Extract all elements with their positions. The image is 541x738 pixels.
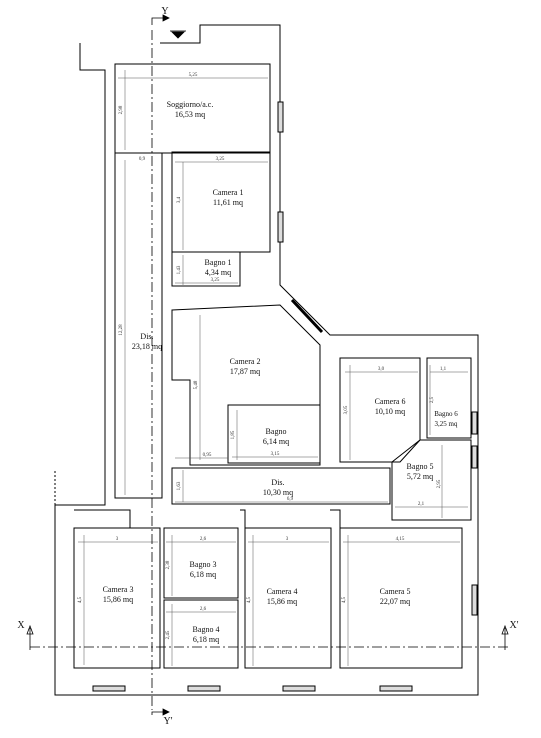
axis-y-bottom-label: Y' xyxy=(163,716,173,727)
room-camera-2 xyxy=(171,304,321,466)
dim-dis2-h: 1,63 xyxy=(177,481,182,491)
room-soggiorno xyxy=(114,63,271,154)
outer-wall xyxy=(54,24,479,696)
dim-dis-h: 12,28 xyxy=(119,324,124,336)
room-label-soggiorno: Soggiorno/a.c.16,53 mq xyxy=(166,100,214,119)
dim-bagno6-h: 2,5 xyxy=(430,396,435,404)
dim-bagno1-h: 1,43 xyxy=(177,265,182,275)
room-bagno xyxy=(227,404,321,464)
room-dis xyxy=(114,152,163,499)
dim-camera1-w: 3,25 xyxy=(215,157,225,162)
dim-camera5-h: 4,5 xyxy=(342,596,347,604)
room-bagno-3 xyxy=(163,527,239,599)
axis-y-top-label: Y xyxy=(161,6,169,17)
dim-bagno3-h: 2,38 xyxy=(166,560,171,570)
room-bagno-5 xyxy=(391,439,472,521)
dim-bagno5-w: 2,1 xyxy=(417,502,425,507)
dim-camera6-w: 3,0 xyxy=(377,367,385,372)
dim-bagno-w: 3,15 xyxy=(270,452,280,457)
room-label-dis-2: Dis.10,30 mq xyxy=(262,478,294,497)
dim-bagno1-w: 3,25 xyxy=(210,278,220,283)
room-dis-2 xyxy=(171,467,391,505)
dim-bagno3-w: 2,6 xyxy=(199,537,207,542)
room-bagno-1 xyxy=(171,251,241,287)
axis-x-right-label: X' xyxy=(509,620,519,631)
dim-bagno5-h: 2,95 xyxy=(437,479,442,489)
room-bagno-4 xyxy=(163,599,239,669)
room-camera-6 xyxy=(339,357,421,463)
dim-dis2-a: 0,95 xyxy=(202,453,212,458)
dim-camera3-h: 4,5 xyxy=(78,596,83,604)
dim-corridor-w: 0,9 xyxy=(138,157,146,162)
dim-camera2-h: 5,48 xyxy=(194,380,199,390)
axis-x-left-label: X xyxy=(17,620,25,631)
windows xyxy=(92,101,478,692)
dim-camera1-h: 3,4 xyxy=(177,196,182,204)
section-axes xyxy=(30,30,510,710)
room-camera-4 xyxy=(244,527,332,669)
dim-soggiorno-h: 2,98 xyxy=(119,105,124,115)
room-bagno-6 xyxy=(426,357,472,439)
dim-dis2-w: 6,9 xyxy=(286,497,294,502)
dim-camera4-w: 3 xyxy=(285,537,289,542)
dim-soggiorno-w: 5,25 xyxy=(188,73,198,78)
dim-camera3-w: 3 xyxy=(115,537,119,542)
dimension-lines xyxy=(78,70,468,666)
room-camera-3 xyxy=(73,527,161,669)
dim-camera4-h: 4,5 xyxy=(247,596,252,604)
dim-bagno4-w: 2,6 xyxy=(199,607,207,612)
dim-bagno6-w: 1,1 xyxy=(439,367,447,372)
dim-camera5-w: 4,15 xyxy=(395,537,405,542)
dim-camera6-h: 3,05 xyxy=(344,405,349,415)
axis-markers xyxy=(26,14,509,716)
dim-bagno-h: 1,85 xyxy=(231,430,236,440)
room-label-dis: Dis.23,18 mq xyxy=(131,332,163,351)
dim-bagno4-h: 2,45 xyxy=(166,630,171,640)
